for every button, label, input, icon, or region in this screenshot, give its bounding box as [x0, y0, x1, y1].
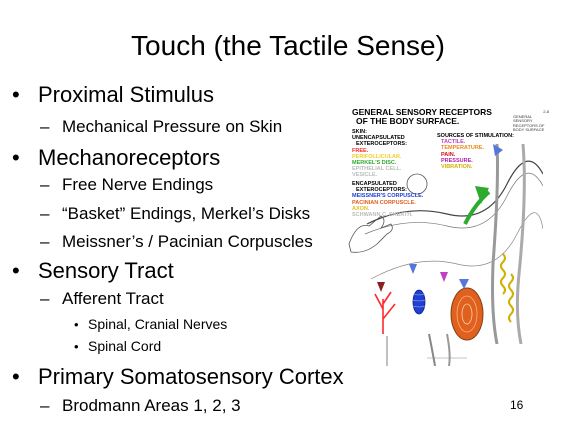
bullet-primary-somatosensory: Primary Somatosensory Cortex: [38, 364, 344, 389]
sub-brodmann-areas: Brodmann Areas 1, 2, 3: [62, 396, 241, 415]
subsub-spinal-cranial: Spinal, Cranial Nerves: [88, 316, 228, 332]
sub-meissner-pacinian: Meissner’s / Pacinian Corpuscles: [62, 232, 313, 251]
bullet-sensory-tract: Sensory Tract: [38, 258, 174, 283]
dash-marker: –: [40, 396, 50, 415]
bullet-mechanoreceptors: Mechanoreceptors: [38, 145, 221, 170]
subsub-spinal-cord: Spinal Cord: [88, 338, 162, 354]
sub-mechanical-pressure: Mechanical Pressure on Skin: [62, 117, 283, 136]
sub-afferent-tract: Afferent Tract: [62, 289, 164, 308]
sub-free-nerve-endings: Free Nerve Endings: [62, 175, 214, 194]
dash-marker: –: [40, 204, 50, 223]
figure-legend-right: SOURCES OF STIMULATION: TACTILE. TEMPERA…: [437, 133, 514, 171]
slide-title: Touch (the Tactile Sense): [131, 30, 445, 61]
dot-marker: •: [74, 317, 79, 332]
dash-marker: –: [40, 175, 50, 194]
bullet-marker: •: [12, 145, 20, 170]
dash-marker: –: [40, 289, 50, 308]
page-number: 16: [510, 398, 524, 412]
dot-marker: •: [74, 339, 79, 354]
bullet-marker: •: [12, 364, 20, 389]
figure-legend-left: SKIN: UNENCAPSULATED EXTEROCEPTORS: FREE…: [352, 129, 407, 179]
figure-title: GENERAL SENSORY RECEPTORS OF THE BODY SU…: [352, 107, 492, 126]
dash-marker: –: [40, 117, 50, 136]
figure-legend-encapsulated: ENCAPSULATED EXTEROCEPTORS: MEISSNER'S C…: [352, 181, 424, 219]
sensory-receptors-figure: [348, 143, 543, 366]
dash-marker: –: [40, 232, 50, 251]
figure-corner-label: 2-8 GENERAL SENSORY RECEPTORS OF BODY SU…: [513, 109, 549, 132]
bullet-marker: •: [12, 258, 20, 283]
sub-basket-endings: “Basket” Endings, Merkel’s Disks: [62, 204, 311, 223]
bullet-marker: •: [12, 82, 20, 107]
bullet-proximal-stimulus: Proximal Stimulus: [38, 82, 215, 107]
